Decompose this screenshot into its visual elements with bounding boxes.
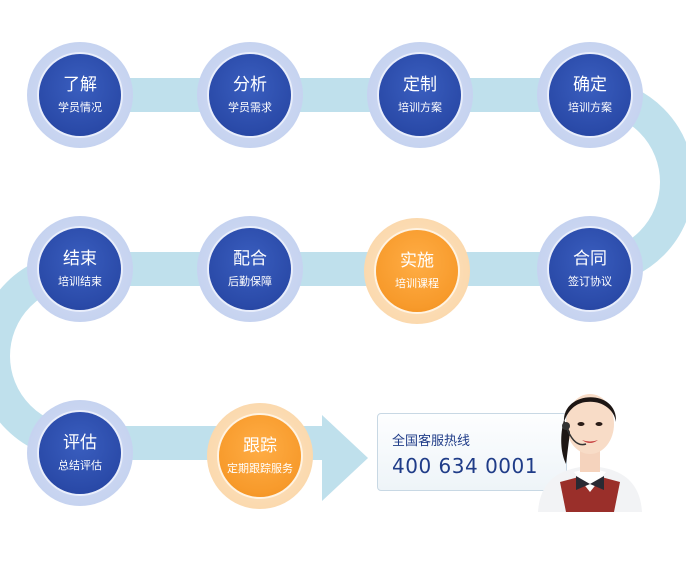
hotline-box: 全国客服热线 400 634 0001 [377,413,567,491]
step-subtitle: 后勤保障 [228,275,272,288]
step-title: 确定 [573,75,607,95]
step-subtitle: 定期跟踪服务 [227,462,293,475]
step-subtitle: 培训课程 [395,277,439,290]
step-implement: 实施培训课程 [364,218,470,324]
step-customize: 定制培训方案 [367,42,473,148]
step-title: 合同 [573,249,607,269]
step-subtitle: 签订协议 [568,275,612,288]
step-subtitle: 培训结束 [58,275,102,288]
step-title: 实施 [400,251,434,271]
step-title: 配合 [233,249,267,269]
step-contract: 合同签订协议 [537,216,643,322]
hotline-label: 全国客服热线 [392,434,471,449]
step-title: 结束 [63,249,97,269]
step-subtitle: 总结评估 [58,459,102,472]
step-subtitle: 培训方案 [398,101,442,114]
step-evaluate: 评估总结评估 [27,400,133,506]
arrow-head-icon [322,415,368,501]
step-finish: 结束培训结束 [27,216,133,322]
step-title: 跟踪 [243,436,277,456]
step-title: 评估 [63,433,97,453]
step-cooperate: 配合后勤保障 [197,216,303,322]
step-title: 分析 [233,75,267,95]
step-analyze: 分析学员需求 [197,42,303,148]
step-title: 定制 [403,75,437,95]
step-title: 了解 [63,75,97,95]
step-subtitle: 学员情况 [58,101,102,114]
step-subtitle: 学员需求 [228,101,272,114]
step-subtitle: 培训方案 [568,101,612,114]
customer-service-agent-icon [538,394,642,512]
hotline-number: 400 634 0001 [392,454,538,478]
step-understand: 了解学员情况 [27,42,133,148]
step-confirm: 确定培训方案 [537,42,643,148]
step-follow-up: 跟踪定期跟踪服务 [207,403,313,509]
